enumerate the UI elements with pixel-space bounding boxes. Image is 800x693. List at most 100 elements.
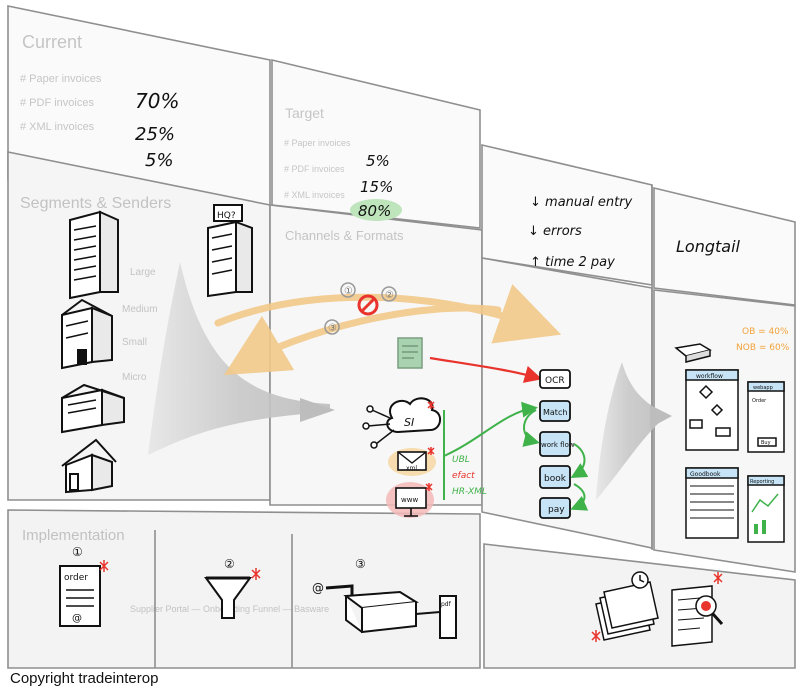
web-portal-icon: www [386,482,434,518]
format-tag-hrxml: HR-XML [452,487,487,497]
target-row-xml: # XML invoices [284,190,345,200]
building-medium-icon [61,298,113,370]
pipeline-step-pay: pay [539,497,571,519]
segment-medium: Medium [122,304,158,315]
order-at-label: @ [72,613,82,624]
implementation-steps: ① ② ③ [72,545,366,571]
onboarding-arc-back [223,304,502,376]
format-tag-efact: efact [452,471,475,481]
goodbook-title: Goodbook [690,471,721,478]
impl-step-2: ② [224,557,235,571]
reporting-title: Reporting [750,479,774,485]
segment-micro: Micro [122,372,147,383]
pipeline-step-workflow: work flow [539,431,575,457]
pipeline-step-match: Match [539,400,571,422]
panel-longtail [653,186,796,306]
si-label: SI [404,416,414,429]
si-connectors [362,405,395,449]
current-row-pdf: # PDF invoices [20,97,94,109]
stop-icon [357,294,379,316]
pipeline-step-ocr: OCR [539,369,571,389]
target-highlight [350,199,402,221]
building-large-icon [69,210,119,300]
panel-target [271,58,481,229]
format-connector [443,401,538,500]
order-label: order [64,573,88,583]
target-heading: Target [285,105,324,121]
segment-small: Small [122,337,147,348]
workflow-stats: OB = 40% NOB = 60% [736,327,790,353]
building-small-icon [61,383,125,434]
scanner-icon [674,343,712,363]
connector-at-label: @ [312,581,324,595]
workflow-window: workflow [685,369,739,451]
connector-pdf-label: pdf [441,601,452,608]
format-tags: UBL efact HR-XML [452,455,487,497]
webapp-title: webapp [753,385,773,391]
impl-step-1: ① [72,545,83,559]
order-document-icon: order @ [59,560,109,627]
current-values: 70% 25% 5% [135,89,179,171]
pipeline: OCR Match work flow book pay [522,369,589,519]
goodbook-window: Goodbook [685,467,739,539]
target-value-paper: 5% [366,152,390,170]
pipeline-links [522,409,589,511]
target-row-pdf: # PDF invoices [284,164,345,174]
segments-heading: Segments & Senders [20,195,171,212]
right-funnel [596,362,662,500]
current-value-xml: 5% [145,150,174,171]
benefit-time-to-pay: ↑ time 2 pay [530,255,615,270]
target-value-pdf: 15% [360,178,393,196]
hq-label: HQ? [217,211,236,221]
benefits: ↓ manual entry ↓ errors ↑ time 2 pay [528,195,633,270]
onboarding-funnel-icon [204,568,261,619]
benefit-errors: ↓ errors [528,224,582,239]
svg-text:Match: Match [543,408,567,417]
current-row-xml: # XML invoices [20,121,95,133]
segment-large: Large [130,267,156,278]
connector-box-icon: @ pdf [312,581,457,639]
impl-step-3: ③ [355,557,366,571]
si-hub: SI [362,397,441,449]
flow-step-1: ① [344,286,353,297]
target-values: 5% 15% 80% [350,152,402,221]
current-row-paper: # Paper invoices [20,73,102,85]
stat-ob: OB = 40% [742,327,789,337]
email-label: xml [406,465,417,472]
flow-step-2: ② [385,290,394,301]
building-hq-icon: HQ? [207,204,253,298]
panel-channels [269,204,483,506]
svg-text:pay: pay [548,505,565,515]
portal-label: www [401,496,418,504]
red-asterisks [425,401,435,491]
webapp-window: webapp Order Buy [747,381,785,453]
svg-text:book: book [544,474,567,484]
implementation-heading: Implementation [22,527,125,544]
webapp-buy-button: Buy [761,440,771,446]
svg-text:OCR: OCR [545,376,565,386]
email-icon: xml [388,448,436,476]
copyright-text: Copyright tradeinterop [10,670,159,687]
buildings: HQ? [61,204,253,494]
svg-text:work flow: work flow [541,441,575,449]
current-value-pdf: 25% [135,124,175,145]
pipeline-step-book: book [539,465,571,489]
current-value-paper: 70% [135,89,179,113]
invoice-stack-icon [591,571,659,642]
target-row-paper: # Paper invoices [284,138,351,148]
benefit-manual-entry: ↓ manual entry [530,195,633,210]
right-funnel-arrow [650,405,672,428]
flow-step-3: ③ [328,323,337,334]
reporting-window: Reporting [747,475,785,543]
target-value-xml: 80% [358,202,391,220]
building-micro-icon [61,438,117,494]
webapp-order: Order [752,398,767,404]
workflow-title: workflow [696,373,723,380]
left-funnel [148,262,330,455]
format-tag-ubl: UBL [452,455,470,465]
stat-nob: NOB = 60% [736,343,790,353]
invoice-approval-icon [671,572,724,647]
channels-heading: Channels & Formats [285,228,404,243]
paper-to-ocr-arrow [429,356,543,383]
longtail-label: Longtail [676,237,741,256]
